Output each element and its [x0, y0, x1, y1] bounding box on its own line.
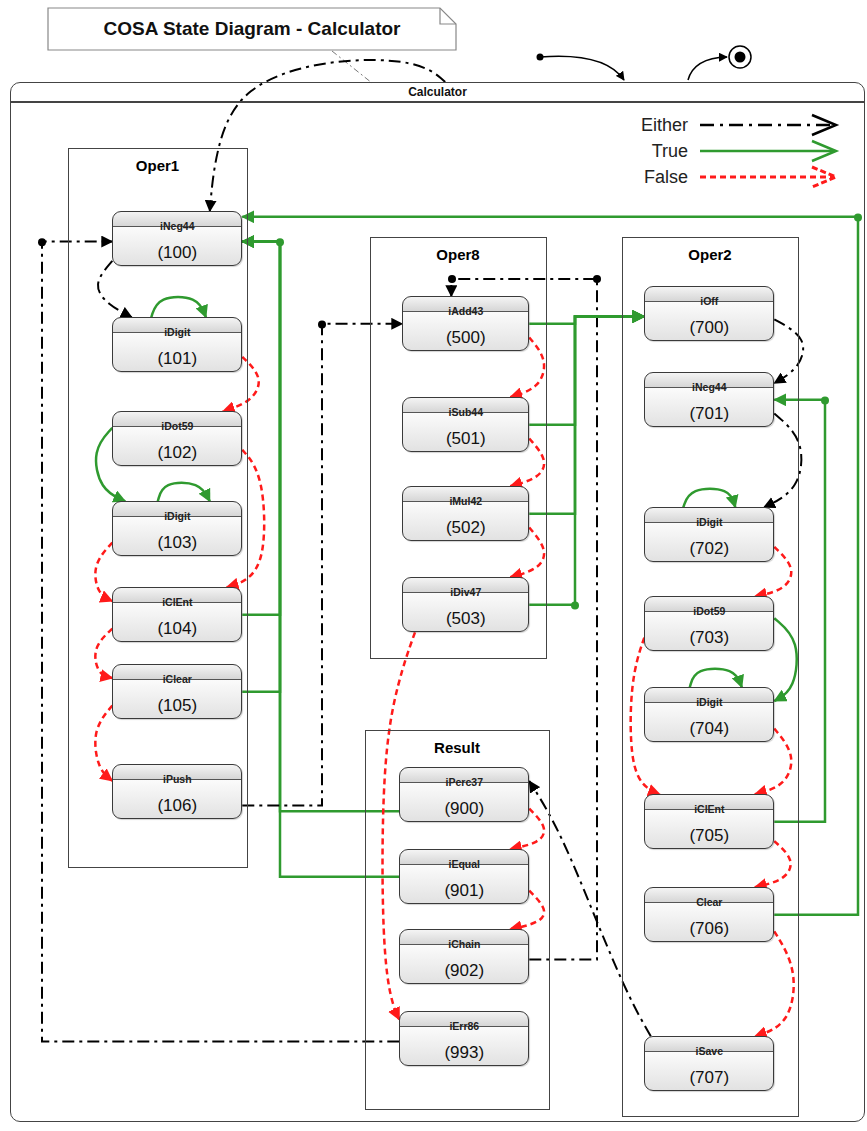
- state-number: (900): [444, 799, 484, 819]
- state-name: iClear: [163, 673, 192, 686]
- state-box: iDot59 (102): [112, 411, 242, 466]
- state-number: (704): [689, 719, 729, 739]
- note-leader: [332, 51, 372, 83]
- state-number: (106): [157, 796, 197, 816]
- state-name: iEqual: [449, 858, 481, 871]
- diagram-title: COSA State Diagram - Calculator: [103, 18, 400, 40]
- state-box: iNeg44 (701): [644, 372, 774, 427]
- state-box: iEqual (901): [399, 849, 529, 904]
- note-shape: [48, 8, 456, 50]
- state-number: (101): [157, 349, 197, 369]
- state-box: iMul42 (502): [402, 486, 529, 541]
- state-number: (103): [157, 533, 197, 553]
- frame-title: Calculator: [408, 83, 467, 101]
- state-number: (700): [689, 318, 729, 338]
- final-state: [729, 46, 751, 68]
- final-arrow: [688, 57, 727, 80]
- state-number: (501): [446, 429, 486, 449]
- state-box: iNeg44 (100): [112, 211, 242, 266]
- final-state-dot: [735, 52, 746, 63]
- state-number: (503): [446, 609, 486, 629]
- state-box: Clear (706): [644, 887, 774, 942]
- group-box: Oper8 iAdd43 (500) iSub44 (501) iMul42 (502) iD…: [370, 237, 547, 659]
- state-number: (993): [444, 1043, 484, 1063]
- state-box: iSub44 (501): [402, 397, 529, 452]
- state-box: iDigit (103): [112, 501, 242, 556]
- state-name: iDigit: [164, 326, 190, 339]
- state-name: iSub44: [449, 406, 483, 419]
- state-box: iChain (902): [399, 929, 529, 984]
- note-box: COSA State Diagram - Calculator: [48, 8, 456, 50]
- state-box: iErr86 (993): [399, 1011, 529, 1066]
- state-name: iNeg44: [692, 381, 726, 394]
- state-box: iAdd43 (500): [402, 296, 529, 351]
- state-number: (705): [689, 826, 729, 846]
- state-number: (500): [446, 328, 486, 348]
- state-name: iChain: [448, 938, 480, 951]
- state-name: Clear: [696, 896, 722, 909]
- group-box: Oper2 iOff (700) iNeg44 (701) iDigit (702) iDot…: [622, 237, 799, 1117]
- state-name: iPush: [163, 773, 192, 786]
- state-number: (105): [157, 696, 197, 716]
- state-box: iPush (106): [112, 764, 242, 819]
- state-name: iAdd43: [448, 305, 483, 318]
- state-number: (706): [689, 919, 729, 939]
- state-number: (100): [157, 243, 197, 263]
- state-number: (104): [157, 619, 197, 639]
- state-box: iDiv47 (503): [402, 577, 529, 632]
- state-box: iDigit (702): [644, 507, 774, 562]
- state-box: iClEnt (705): [644, 794, 774, 849]
- state-name: iDot59: [161, 420, 193, 433]
- group-box: Result iPerc37 (900) iEqual (901) iChain (902)…: [365, 730, 550, 1110]
- state-name: iDot59: [693, 605, 725, 618]
- state-box: iClEnt (104): [112, 587, 242, 642]
- state-name: iErr86: [449, 1020, 479, 1033]
- state-name: iPerc37: [446, 776, 483, 789]
- group-title: Oper8: [436, 246, 479, 264]
- state-box: iSave (707): [644, 1036, 774, 1091]
- state-number: (902): [444, 961, 484, 981]
- state-name: iDigit: [164, 510, 190, 523]
- state-number: (707): [689, 1068, 729, 1088]
- group-title: Oper2: [688, 246, 731, 264]
- state-name: iClEnt: [162, 596, 192, 609]
- state-name: iDiv47: [450, 586, 481, 599]
- state-name: iOff: [700, 295, 718, 308]
- state-box: iPerc37 (900): [399, 767, 529, 822]
- state-name: iMul42: [449, 495, 482, 508]
- state-number: (703): [689, 628, 729, 648]
- state-box: iDot59 (703): [644, 596, 774, 651]
- note-fold: [440, 8, 456, 24]
- frame-box: CalculatorOper1 iNeg44 (100) iDigit (101) iDo…: [10, 82, 865, 1122]
- state-box: iOff (700): [644, 286, 774, 341]
- group-box: Oper1iNeg44(100)iDigit(101)iDot59(102)iD…: [68, 148, 248, 868]
- state-name: iSave: [696, 1045, 723, 1058]
- state-box: iDigit (704): [644, 687, 774, 742]
- state-box: iDigit (101): [112, 317, 242, 372]
- initial-arrow: [540, 56, 624, 80]
- state-name: iNeg44: [160, 220, 194, 233]
- state-number: (701): [689, 404, 729, 424]
- group-title: Result: [434, 739, 480, 757]
- state-number: (102): [157, 443, 197, 463]
- group-title: Oper1: [136, 157, 179, 175]
- state-number: (502): [446, 518, 486, 538]
- state-number: (702): [689, 539, 729, 559]
- state-number: (901): [444, 881, 484, 901]
- state-box: iClear (105): [112, 664, 242, 719]
- state-name: iDigit: [696, 696, 722, 709]
- state-name: iClEnt: [694, 803, 724, 816]
- state-name: iDigit: [696, 516, 722, 529]
